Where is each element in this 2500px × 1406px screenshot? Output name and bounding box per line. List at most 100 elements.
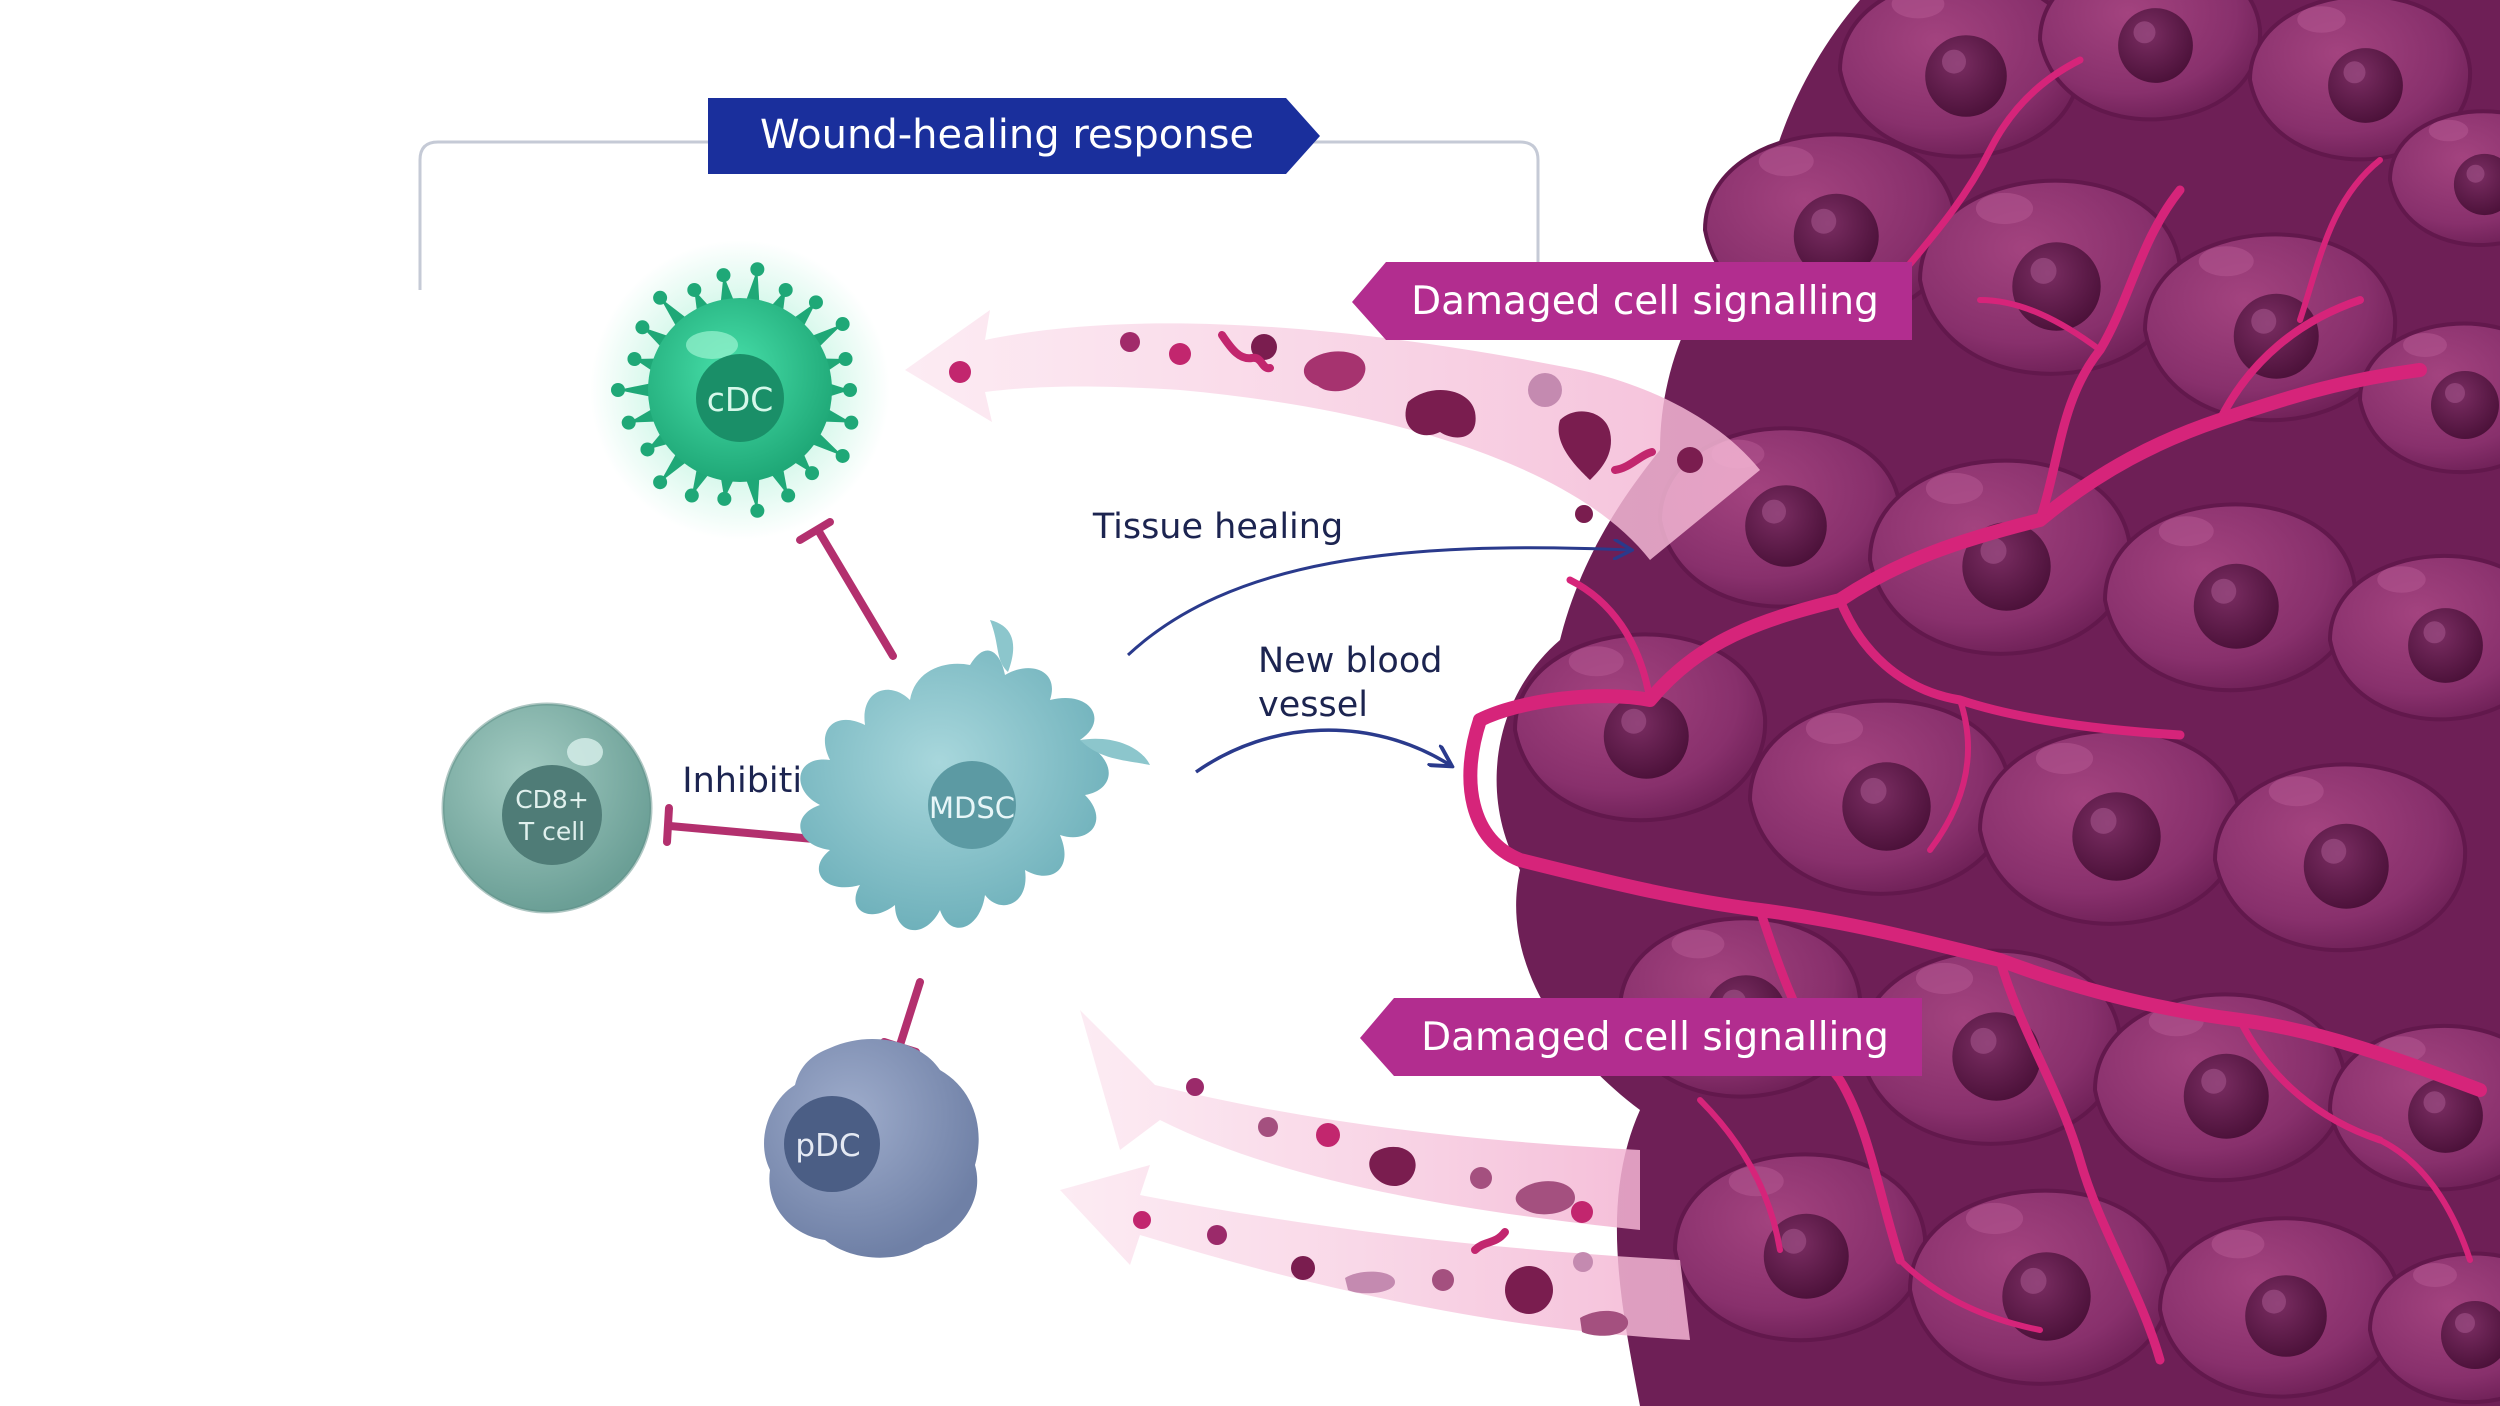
tumor-cell [1907,1188,2173,1386]
signal-particle [1432,1269,1454,1291]
signal-particle [1207,1225,1227,1245]
tumor-cell [2157,1216,2403,1399]
tumor-cell [1977,728,2243,926]
inhibit-cdc-bar [796,518,834,544]
signal-blob [1405,389,1476,438]
signal-squiggle [1218,331,1274,373]
mdsc-cell: MDSC [800,620,1150,931]
cdc-spike-tip [835,448,850,463]
cd8-t-cell: CD8+ T cell [441,702,653,914]
cdc-cell: cDC [590,240,890,540]
signal-particle [1470,1167,1492,1189]
signal-blob [1558,411,1611,480]
cdc-label: cDC [707,380,774,419]
signal-banner-top: Damaged cell signalling [1352,262,1912,340]
mdsc-label: MDSC [929,791,1015,825]
tumor-cell [2327,1023,2500,1192]
signal-particle [1575,505,1593,523]
cdc-spike-tip [687,282,702,297]
signal-particle [1573,1252,1593,1272]
cdc-spike [745,475,760,511]
signal-particle [1258,1117,1278,1137]
signal-particle [1291,1256,1315,1280]
signal-banner-top-label: Damaged cell signalling [1411,279,1879,324]
new-blood-vessel-label-2: vessel [1258,685,1368,725]
cdc-spike-tip [750,503,765,518]
tumor-cell [2102,502,2358,693]
cdc-spike-tip [781,488,796,503]
tumor-cell [1837,0,2083,159]
tumor-blood-vessels [1463,56,2487,1365]
signal-banner-bottom-label: Damaged cell signalling [1421,1015,1889,1060]
cdc-spike [628,407,658,423]
cdc-spike-tip [808,295,823,310]
inhibit-cd8-line [666,822,829,844]
tumor-cell [1672,1152,1928,1343]
cdc-spike-tip [717,491,732,506]
cd8-label-2: T cell [518,817,585,846]
signal-particle [1133,1211,1151,1229]
tumor-cell [1747,698,2013,896]
signal-blob [1515,1181,1575,1215]
cdc-spike-tip [750,262,765,277]
signal-particle [1316,1123,1340,1147]
cdc-spike [745,269,760,305]
cdc-spike-tip [653,290,668,305]
cdc-spike-tip [627,352,642,367]
signal-particle [1186,1078,1204,1096]
cdc-spike [822,407,852,423]
tumor-cell [2142,232,2398,423]
tumor-cell [2387,109,2500,247]
cdc-spike-tip [621,415,636,430]
tissue-healing-label: Tissue healing [1092,507,1343,547]
signal-particle [1169,343,1191,365]
tissue-healing-arrow [1126,548,1630,657]
signal-blob [1303,351,1366,392]
signal-blob [1580,1310,1629,1336]
cdc-spike-tip [838,352,853,367]
signal-blob [1345,1271,1395,1294]
cdc-spike-tip [843,383,857,397]
cdc-spike-tip [684,488,699,503]
signal-particles [949,331,1703,1336]
signal-plume-top [905,310,1760,560]
wound-healing-banner: Wound-healing response [708,98,1320,174]
banner-title: Wound-healing response [760,112,1254,158]
cdc-spike-tip [716,268,731,283]
signal-blob [1369,1146,1416,1186]
signal-particle [1528,373,1562,407]
tumor-cell [2367,1251,2500,1405]
signal-particle [1571,1201,1593,1223]
tumor-cell [2212,762,2468,953]
tumor-cell [2327,553,2500,722]
cd8-label-1: CD8+ [515,785,589,814]
signal-squiggle [1471,1228,1509,1254]
cdc-spike-tip [640,442,655,457]
inhibit-pdc-line [896,978,924,1049]
pdc-cell: pDC [764,1039,979,1258]
inhibit-cdc-line [814,526,897,660]
signal-plume-bottom-upper [1080,1010,1640,1230]
cdc-spike-tip [835,317,850,332]
cdc-spike [618,382,653,398]
tumor-cell [2357,321,2500,475]
cdc-spike [720,275,735,305]
cdc-spike-tip [778,282,793,297]
cdc-spike-tip [805,466,820,481]
new-blood-vessel-label-1: New blood [1258,641,1442,681]
cdc-spike-tip [611,383,625,397]
cdc-spike-tip [844,415,859,430]
tumor-cell [1917,178,2183,376]
cdc-spike-tip [653,475,668,490]
tumor-cell [1512,632,1768,823]
signal-particle [1677,447,1703,473]
signal-particle [1120,332,1140,352]
tumor-cell [2037,0,2263,122]
signal-particle [1251,334,1277,360]
pdc-label: pDC [795,1128,860,1164]
inhibit-cd8-bar [663,804,673,846]
signal-squiggle [1611,448,1656,474]
signal-particle [1505,1266,1553,1314]
